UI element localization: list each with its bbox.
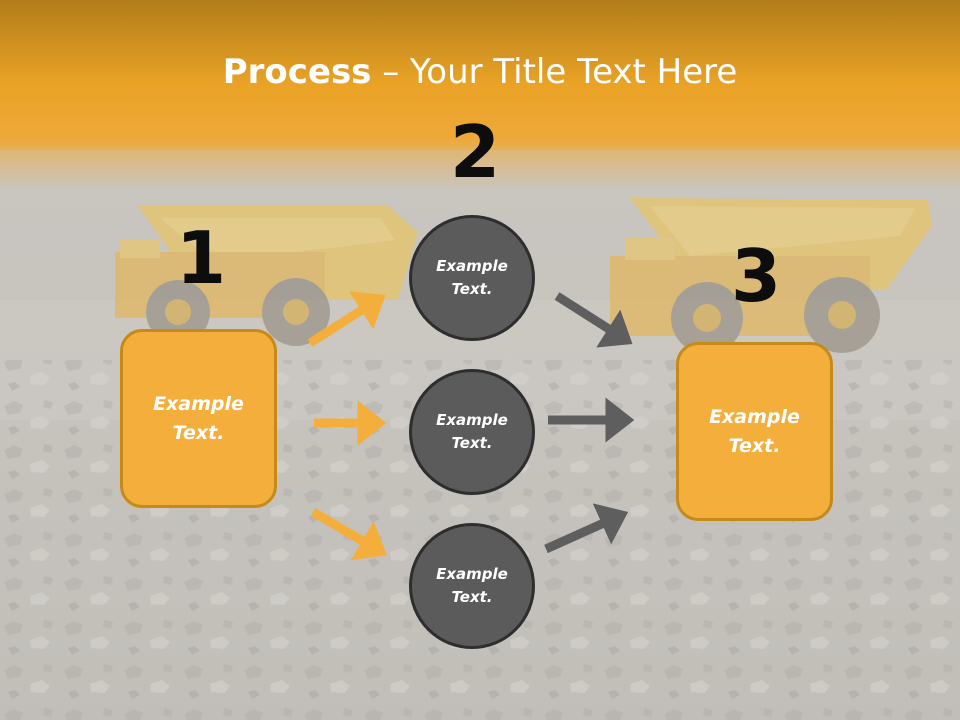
circle-step-bottom: Example Text.: [409, 523, 535, 649]
left-box-line2: Text.: [172, 421, 225, 444]
right-box-line2: Text.: [728, 434, 781, 457]
step-number-1: 1: [176, 216, 227, 300]
circle-top-line2: Text.: [451, 280, 493, 298]
left-box-line1: Example: [153, 393, 244, 415]
circle-middle-line1: Example: [436, 410, 508, 429]
step-number-3: 3: [731, 234, 782, 318]
arrow-left-to-bottom: [310, 508, 387, 561]
circle-top-line1: Example: [436, 256, 508, 275]
circle-middle-line2: Text.: [451, 434, 493, 452]
arrow-top-to-right: [554, 292, 633, 348]
arrow-left-to-top: [307, 291, 386, 347]
title-bold: Process: [222, 52, 372, 92]
dump-truck-right: [610, 198, 932, 354]
circle-step-top: Example Text.: [409, 215, 535, 341]
circle-bottom-line2: Text.: [451, 588, 493, 606]
slide-title: Process – Your Title Text Here: [0, 52, 960, 92]
right-box-line1: Example: [709, 406, 800, 428]
left-step-box: Example Text.: [120, 329, 277, 508]
circle-step-middle: Example Text.: [409, 369, 535, 495]
step-number-2: 2: [450, 110, 501, 194]
title-rest: – Your Title Text Here: [371, 52, 738, 92]
right-step-box: Example Text.: [676, 342, 833, 521]
arrow-bottom-to-right: [544, 503, 629, 554]
dump-truck-left: [115, 206, 418, 346]
circle-bottom-line1: Example: [436, 564, 508, 583]
